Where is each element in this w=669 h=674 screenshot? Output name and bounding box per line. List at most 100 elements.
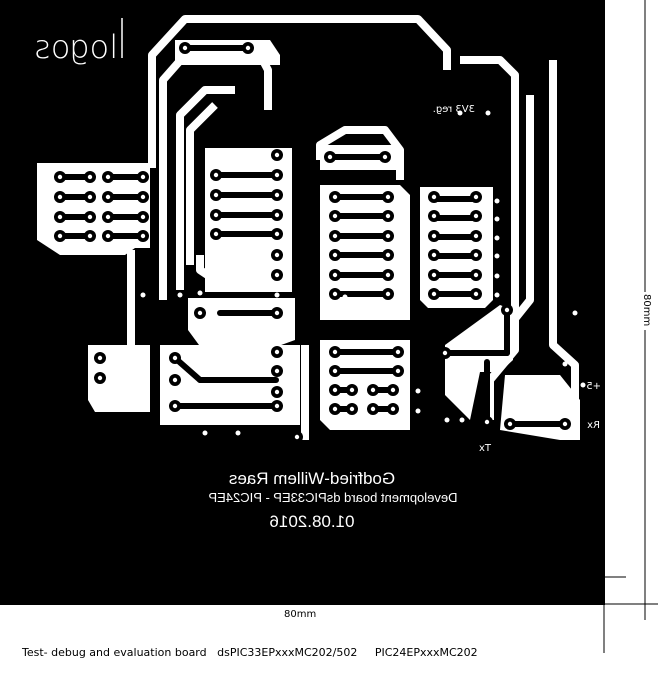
- via: [177, 292, 183, 298]
- board-caption: Test- debug and evaluation board dsPIC33…: [22, 646, 478, 659]
- pad-hole: [213, 231, 219, 237]
- via: [202, 430, 208, 436]
- pad-hole: [332, 406, 338, 412]
- pad-hole: [332, 194, 338, 200]
- pad-hole: [274, 212, 280, 218]
- pad-hole: [105, 194, 111, 200]
- pad-hole: [274, 231, 280, 237]
- pad-hole: [332, 272, 338, 278]
- pad-hole: [431, 213, 437, 219]
- via: [322, 294, 328, 300]
- pad-hole: [473, 213, 479, 219]
- pad-hole: [57, 194, 63, 200]
- pad-hole: [395, 349, 401, 355]
- pad-hole: [332, 233, 338, 239]
- pad-hole: [140, 233, 146, 239]
- pad-hole: [87, 174, 93, 180]
- pad-hole: [431, 194, 437, 200]
- pad-hole: [332, 368, 338, 374]
- via: [580, 382, 586, 388]
- pin-tx-label: Tx: [479, 443, 492, 454]
- via: [235, 430, 241, 436]
- pad-hole: [390, 387, 396, 393]
- pad-hole: [431, 272, 437, 278]
- via: [494, 253, 500, 259]
- pad-hole: [172, 377, 178, 383]
- pad-hole: [395, 368, 401, 374]
- pad-hole: [57, 214, 63, 220]
- pad-hole: [140, 214, 146, 220]
- pad-hole: [213, 172, 219, 178]
- pad-hole: [473, 291, 479, 297]
- pad-hole: [274, 172, 280, 178]
- via: [37, 174, 43, 180]
- description-label: Development board dsPIC33EP - PIC24EP: [208, 490, 457, 505]
- pin-rx-label: Rx: [587, 420, 600, 431]
- pad-hole: [97, 375, 103, 381]
- pads: [37, 42, 586, 443]
- dimension-lines: [603, 0, 658, 653]
- board-labels: 3V3 reg. +5 Rx Tx Godfried-Willem Raes D…: [208, 104, 601, 531]
- height-dimension-label: 80mm: [641, 294, 652, 327]
- pad-hole: [105, 174, 111, 180]
- pad-hole: [332, 213, 338, 219]
- pad-hole: [349, 387, 355, 393]
- svg-text:logos: logos: [34, 28, 118, 66]
- via: [37, 233, 43, 239]
- pin-plus5-label: +5: [586, 381, 601, 392]
- via: [274, 292, 280, 298]
- via: [37, 194, 43, 200]
- board-background: [0, 0, 605, 605]
- island-tx: [445, 305, 513, 420]
- pad-hole: [327, 154, 333, 160]
- pad-hole: [274, 349, 280, 355]
- date-label: 01.08.2016: [269, 512, 354, 531]
- pad-hole: [105, 214, 111, 220]
- pad-hole: [385, 194, 391, 200]
- via: [494, 198, 500, 204]
- pad-hole: [172, 403, 178, 409]
- pad-hole: [484, 419, 490, 425]
- pad-hole: [87, 214, 93, 220]
- via: [37, 214, 43, 220]
- via: [127, 405, 133, 411]
- via: [397, 294, 403, 300]
- pad-hole: [473, 233, 479, 239]
- trace-top-loop: [148, 15, 451, 168]
- island-center: [205, 148, 292, 292]
- via: [562, 361, 568, 367]
- pad-hole: [332, 291, 338, 297]
- island-left-connector: [37, 163, 150, 255]
- pad-hole: [370, 406, 376, 412]
- pad-hole: [473, 272, 479, 278]
- pad-hole: [332, 252, 338, 258]
- via: [444, 417, 450, 423]
- pad-hole: [274, 192, 280, 198]
- pad-hole: [105, 233, 111, 239]
- pad-hole: [385, 233, 391, 239]
- via: [485, 110, 491, 116]
- width-dimension-label: 80mm: [284, 609, 317, 620]
- pad-hole: [390, 406, 396, 412]
- via: [459, 417, 465, 423]
- logo: logos: [34, 18, 123, 66]
- via: [572, 310, 578, 316]
- pad-hole: [274, 272, 280, 278]
- pad-hole: [442, 350, 448, 356]
- pad-hole: [562, 421, 568, 427]
- pad-hole: [245, 45, 251, 51]
- via: [494, 235, 500, 241]
- pad-hole: [57, 233, 63, 239]
- pad-hole: [274, 152, 280, 158]
- pad-hole: [349, 406, 355, 412]
- pad-hole: [172, 355, 178, 361]
- island-top-left: [175, 40, 280, 65]
- via: [342, 294, 348, 300]
- pad-hole: [274, 368, 280, 374]
- pad-hole: [507, 421, 513, 427]
- pad-hole: [182, 45, 188, 51]
- pad-hole: [87, 194, 93, 200]
- pad-hole: [274, 403, 280, 409]
- pad-hole: [97, 355, 103, 361]
